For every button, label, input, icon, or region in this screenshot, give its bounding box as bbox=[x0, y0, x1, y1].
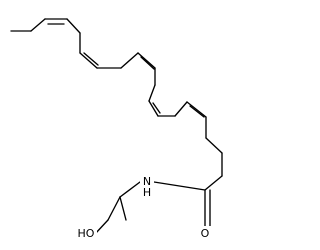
hydroxyl-label: HO bbox=[78, 227, 95, 240]
nh-hydrogen: H bbox=[140, 186, 154, 199]
double-bond-inner-3 bbox=[140, 56, 155, 70]
hydroxyl-group: HO bbox=[75, 226, 97, 241]
bond-ch-ch2-24 bbox=[107, 196, 121, 221]
bond-single-17 bbox=[205, 137, 223, 154]
nh-hydrogen-label: H bbox=[143, 186, 151, 199]
bond-single-14 bbox=[174, 101, 188, 117]
bond-cis-double-4-12 bbox=[148, 100, 159, 117]
bond-single-11 bbox=[148, 84, 156, 102]
bond-single-2 bbox=[30, 18, 46, 32]
double-bond-inner-2 bbox=[83, 52, 99, 66]
nitrogen-atom: N bbox=[140, 174, 154, 188]
bond-single-19 bbox=[204, 175, 223, 191]
carbonyl-oxygen-label: O bbox=[201, 227, 210, 240]
bond-ch-methyl-23 bbox=[119, 196, 127, 221]
bond-cis-double-2-6 bbox=[79, 52, 98, 69]
bond-ch2-oh-25 bbox=[94, 219, 109, 235]
carbonyl-oxygen: O bbox=[198, 226, 213, 241]
bond-single-4 bbox=[66, 18, 81, 34]
double-bond-inner-5 bbox=[189, 105, 205, 118]
bond-cis-double-3-9 bbox=[137, 52, 156, 69]
bond-n-ch-22 bbox=[119, 181, 141, 198]
chemical-structure-diagram: N H O HO bbox=[10, 18, 223, 241]
bond-layer bbox=[10, 18, 223, 235]
bond-cis-double-5-15 bbox=[186, 101, 207, 118]
bond-amide-cn-21 bbox=[153, 181, 206, 191]
double-bond-inner-4 bbox=[152, 102, 161, 114]
bond-single-8 bbox=[120, 52, 139, 69]
nitrogen-label: N bbox=[143, 175, 151, 188]
